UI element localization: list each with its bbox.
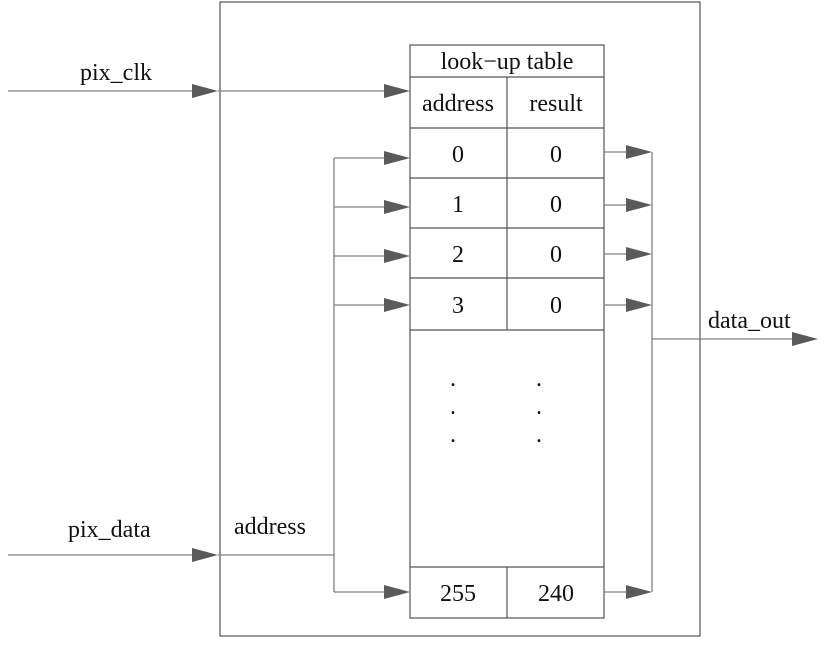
address-bus-label: address xyxy=(234,514,306,540)
lut-last-address: 255 xyxy=(440,581,476,607)
arrow-icon xyxy=(626,145,652,159)
ellipsis-dot: . xyxy=(450,394,456,420)
ellipsis-dot: . xyxy=(450,366,456,392)
arrow-icon xyxy=(192,84,218,98)
arrow-icon xyxy=(384,585,410,599)
arrow-icon xyxy=(626,247,652,261)
arrow-icon xyxy=(192,548,218,562)
lut-title: look−up table xyxy=(441,49,574,75)
lut-row-result: 0 xyxy=(550,293,562,319)
arrow-icon xyxy=(626,198,652,212)
lut-row-result: 0 xyxy=(550,192,562,218)
data-out-label: data_out xyxy=(708,308,791,334)
lut-row-address: 1 xyxy=(452,192,464,218)
ellipsis-dot: . xyxy=(450,422,456,448)
arrow-icon xyxy=(626,298,652,312)
ellipsis-dot: . xyxy=(536,394,542,420)
lut-col-result: result xyxy=(529,91,583,117)
arrow-icon xyxy=(626,585,652,599)
lut-col-address: address xyxy=(422,91,494,117)
ellipsis-dot: . xyxy=(536,366,542,392)
lut-row-result: 0 xyxy=(550,242,562,268)
arrow-icon xyxy=(384,200,410,214)
arrow-icon xyxy=(384,84,410,98)
arrow-icon xyxy=(792,332,818,346)
lut-row-result: 0 xyxy=(550,142,562,168)
pix-clk-label: pix_clk xyxy=(80,60,152,86)
lut-last-result: 240 xyxy=(538,581,574,607)
ellipsis-dot: . xyxy=(536,422,542,448)
lut-row-address: 3 xyxy=(452,293,464,319)
arrow-icon xyxy=(384,249,410,263)
arrow-icon xyxy=(384,298,410,312)
lut-row-address: 2 xyxy=(452,242,464,268)
arrow-icon xyxy=(384,151,410,165)
lut-row-address: 0 xyxy=(452,142,464,168)
pix-data-label: pix_data xyxy=(68,517,151,543)
